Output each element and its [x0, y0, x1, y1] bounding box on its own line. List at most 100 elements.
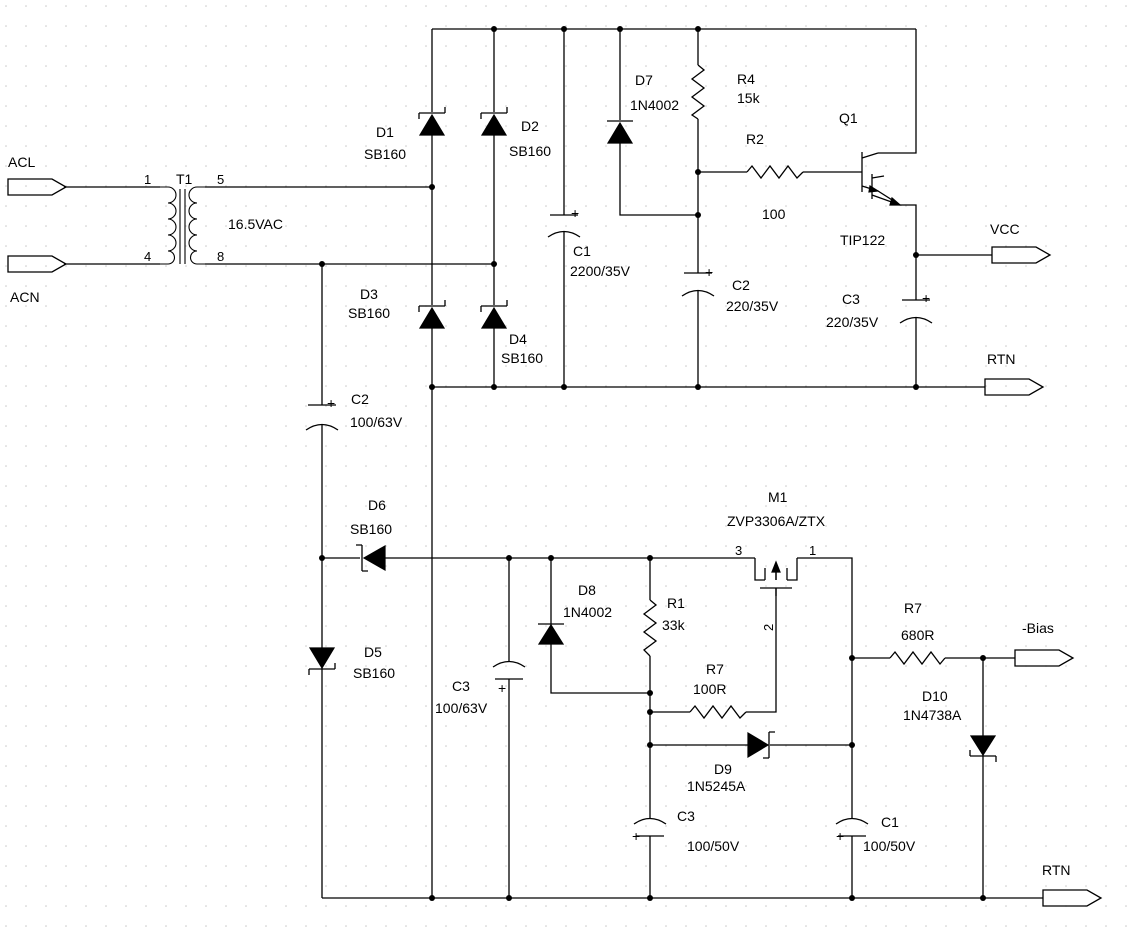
- r1-value: 33k: [662, 617, 686, 633]
- c3-top-ref: C3: [842, 291, 860, 307]
- diode-d4: D4 SB160: [480, 300, 543, 366]
- c3-mid-ref: C3: [452, 678, 470, 694]
- m1-ref: M1: [768, 489, 788, 505]
- port-acn: ACN: [7, 255, 68, 305]
- resistor-r7-gate: R7 100R: [689, 661, 747, 720]
- c1-top-ref: C1: [573, 243, 591, 259]
- q1-ref: Q1: [839, 110, 858, 126]
- resistor-r1: R1 33k: [642, 595, 686, 657]
- d4-ref: D4: [509, 331, 527, 347]
- mosfet-m1: M1 ZVP3306A/ZTX 3 1 2: [727, 489, 826, 631]
- junction-dots: [319, 26, 986, 901]
- resistor-r2: R2 100: [746, 131, 804, 222]
- transformer-value: 16.5VAC: [228, 216, 283, 232]
- transistor-q1: Q1 TIP122: [839, 110, 902, 248]
- c3-top-plus: +: [922, 290, 930, 306]
- d3-value: SB160: [348, 305, 390, 321]
- d7-value: 1N4002: [630, 97, 679, 113]
- capacitor-c3-mid: + C3 100/63V: [435, 660, 526, 716]
- diode-d3: D3 SB160: [348, 286, 446, 329]
- diode-d10: D10 1N4738A: [903, 688, 997, 762]
- capacitor-c3-top: + C3 220/35V: [826, 290, 933, 330]
- r4-ref: R4: [737, 71, 755, 87]
- c1-bottom-value: 100/50V: [863, 838, 916, 854]
- d5-value: SB160: [353, 665, 395, 681]
- wires: [64, 28, 1043, 899]
- port-bias: -Bias: [1014, 620, 1075, 667]
- c3-bottom-value: 100/50V: [687, 838, 740, 854]
- d2-value: SB160: [509, 143, 551, 159]
- r2-ref: R2: [746, 131, 764, 147]
- diode-d2: D2 SB160: [480, 107, 551, 159]
- c2-left-value: 100/63V: [350, 414, 403, 430]
- transformer-ref: T1: [176, 171, 193, 187]
- d2-ref: D2: [521, 118, 539, 134]
- port-rtn-top-label: RTN: [987, 351, 1016, 367]
- capacitor-c1-bottom: + C1 100/50V: [835, 814, 916, 854]
- transformer-pin-8: 8: [217, 249, 224, 264]
- d7-ref: D7: [635, 72, 653, 88]
- d9-value: 1N5245A: [687, 778, 746, 794]
- diode-d5: D5 SB160: [308, 644, 395, 681]
- port-rtn-bottom-label: RTN: [1042, 862, 1071, 878]
- port-vcc-label: VCC: [990, 221, 1020, 237]
- port-rtn-bottom: RTN: [1042, 862, 1103, 907]
- diode-d7: D7 1N4002: [606, 72, 679, 144]
- c2-top-plus: +: [705, 264, 713, 280]
- r7-gate-ref: R7: [706, 661, 724, 677]
- m1-pin-3: 3: [735, 543, 742, 558]
- d3-ref: D3: [360, 286, 378, 302]
- port-acl-label: ACL: [8, 154, 35, 170]
- c1-top-value: 2200/35V: [570, 263, 631, 279]
- m1-pin-1: 1: [809, 543, 816, 558]
- d9-ref: D9: [714, 761, 732, 777]
- r4-value: 15k: [737, 90, 761, 106]
- transformer-pin-4: 4: [144, 249, 151, 264]
- d1-ref: D1: [376, 124, 394, 140]
- diode-d1: D1 SB160: [364, 107, 446, 162]
- c3-bottom-plus: +: [632, 828, 640, 844]
- transformer-pin-5: 5: [217, 172, 224, 187]
- capacitor-c2-left: + C2 100/63V: [305, 391, 403, 431]
- c3-top-value: 220/35V: [826, 314, 879, 330]
- port-rtn-top: RTN: [984, 351, 1045, 396]
- diode-d6: D6 SB160: [350, 497, 392, 572]
- c2-top-ref: C2: [732, 277, 750, 293]
- m1-value: ZVP3306A/ZTX: [727, 513, 826, 529]
- c2-left-plus: +: [327, 395, 335, 411]
- d4-value: SB160: [501, 350, 543, 366]
- r7-out-value: 680R: [901, 627, 934, 643]
- q1-value: TIP122: [840, 232, 885, 248]
- diode-d9: D9 1N5245A: [687, 731, 775, 794]
- c3-mid-value: 100/63V: [435, 700, 488, 716]
- c1-bottom-plus: +: [836, 828, 844, 844]
- capacitor-c1-top: + C1 2200/35V: [547, 205, 631, 279]
- c1-bottom-ref: C1: [881, 814, 899, 830]
- m1-pin-2: 2: [761, 624, 776, 631]
- c3-bottom-ref: C3: [677, 808, 695, 824]
- port-bias-label: -Bias: [1022, 620, 1054, 636]
- c2-left-ref: C2: [351, 391, 369, 407]
- r2-value: 100: [762, 206, 786, 222]
- d10-value: 1N4738A: [903, 707, 962, 723]
- d6-ref: D6: [368, 497, 386, 513]
- d8-ref: D8: [578, 582, 596, 598]
- transformer-pin-1: 1: [144, 172, 151, 187]
- resistor-r4: R4 15k: [690, 64, 761, 120]
- port-vcc: VCC: [990, 221, 1052, 264]
- d5-ref: D5: [364, 644, 382, 660]
- r7-gate-value: 100R: [693, 681, 726, 697]
- diode-d8: D8 1N4002: [537, 582, 612, 645]
- r1-ref: R1: [667, 595, 685, 611]
- port-acn-label: ACN: [10, 289, 40, 305]
- c1-top-plus: +: [571, 205, 579, 221]
- r7-out-ref: R7: [904, 600, 922, 616]
- resistor-r7-out: R7 680R: [889, 600, 946, 666]
- c3-mid-plus: +: [498, 680, 506, 696]
- transformer-t1: T1 16.5VAC 1 4 5 8: [144, 171, 283, 265]
- c2-top-value: 220/35V: [726, 298, 779, 314]
- d10-ref: D10: [922, 688, 948, 704]
- d6-value: SB160: [350, 521, 392, 537]
- d8-value: 1N4002: [563, 604, 612, 620]
